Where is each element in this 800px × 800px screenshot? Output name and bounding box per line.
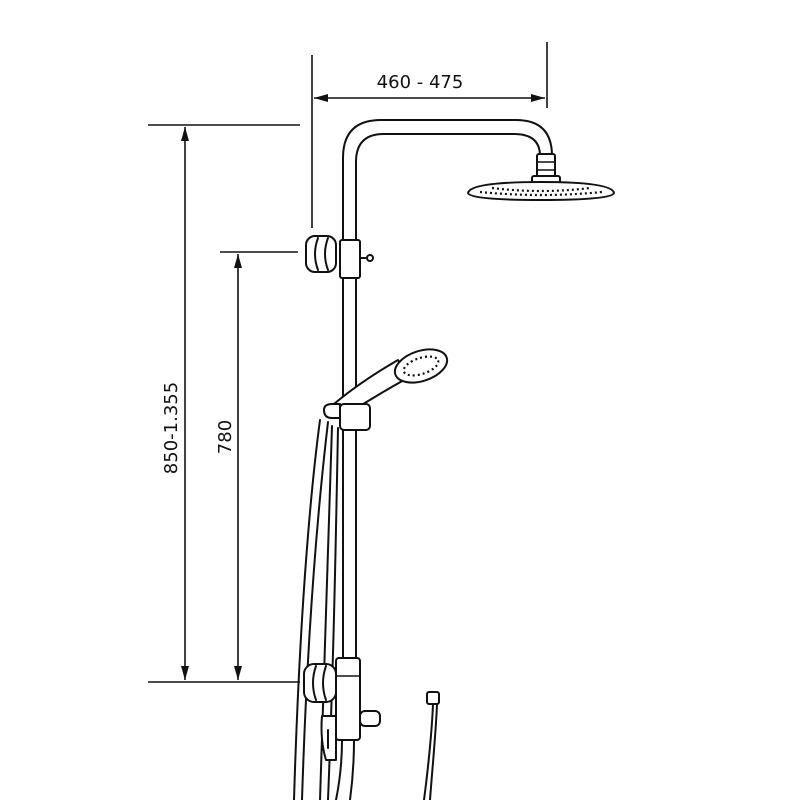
upper-wall-bracket-ring bbox=[324, 237, 329, 271]
hand-shower-holder bbox=[339, 403, 371, 431]
mixer-outlet-pipe bbox=[335, 739, 343, 800]
lower-wall-bracket-ring bbox=[312, 665, 317, 701]
shower-arm-neck bbox=[536, 153, 556, 179]
height-dimension-label: 850-1.355 bbox=[161, 382, 182, 474]
upper-slider bbox=[339, 239, 361, 279]
width-dimension-label: 460 - 475 bbox=[377, 72, 464, 93]
shower-hose bbox=[293, 419, 321, 800]
riser-pipe-inner bbox=[355, 133, 541, 663]
lower-wall-bracket bbox=[303, 663, 337, 703]
slider-dimension-label: 780 bbox=[215, 420, 236, 454]
hand-shower-holder-knob bbox=[323, 403, 341, 419]
overhead-shower-nozzles bbox=[479, 190, 603, 197]
upper-wall-bracket-ring bbox=[314, 237, 319, 271]
mixer-valve-body bbox=[335, 657, 361, 741]
riser-pipe-outer bbox=[342, 119, 553, 663]
upper-slider-screw-head bbox=[366, 254, 374, 262]
hose-connector bbox=[426, 691, 440, 705]
upper-wall-bracket bbox=[305, 235, 337, 273]
hose-connector-line bbox=[429, 703, 438, 800]
hose-connector-line bbox=[423, 703, 434, 800]
hand-shower-nozzles bbox=[402, 355, 440, 377]
mixer-outlet-pipe bbox=[349, 739, 355, 800]
shower-hose bbox=[301, 421, 329, 800]
lower-wall-bracket-ring bbox=[322, 665, 327, 701]
overhead-shower-head bbox=[467, 181, 615, 201]
mixer-lever bbox=[359, 710, 381, 727]
